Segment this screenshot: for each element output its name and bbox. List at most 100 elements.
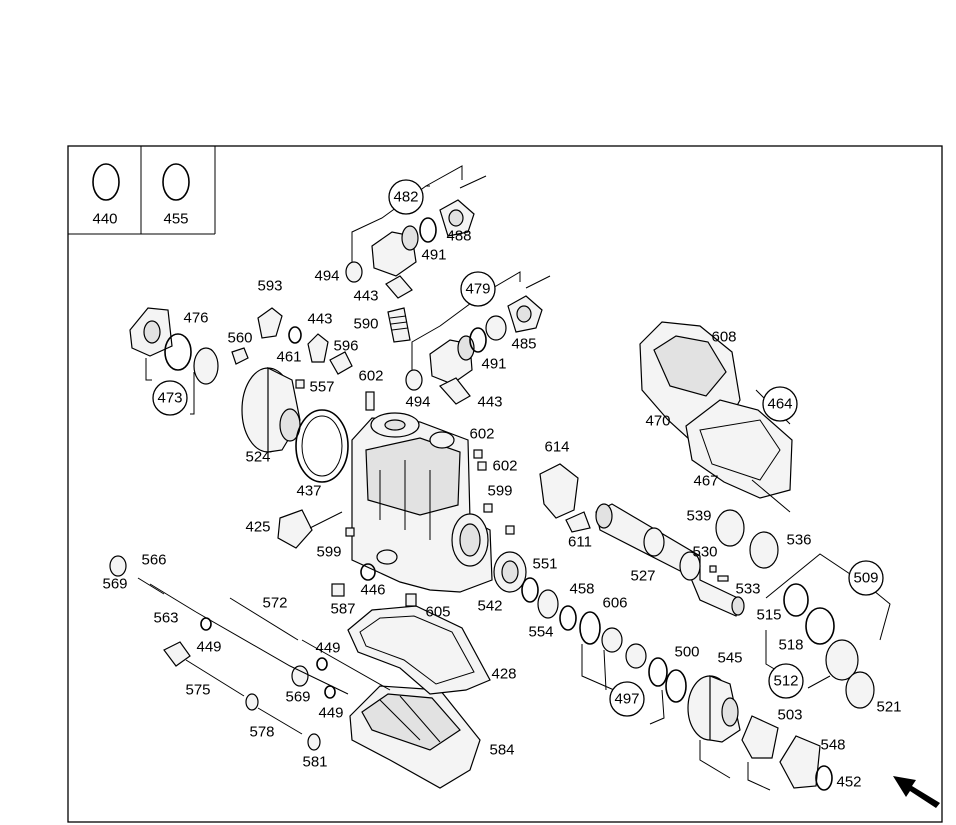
part-label-606: 606	[602, 595, 627, 612]
part-label-602: 602	[469, 426, 494, 443]
part-label-581: 581	[302, 754, 327, 771]
part-label-446: 446	[360, 582, 385, 599]
flange-524	[241, 367, 301, 453]
cover-443	[307, 333, 329, 363]
part-label-485: 485	[511, 336, 536, 353]
gasket-443-mid	[439, 377, 471, 405]
ring-536	[749, 531, 779, 569]
bolt-602	[365, 391, 375, 411]
ring-551	[521, 577, 539, 603]
circled-label-482: 482	[393, 189, 418, 206]
part-label-458: 458	[569, 581, 594, 598]
part-label-521: 521	[876, 699, 901, 716]
callout-circle-479	[460, 271, 496, 307]
part-label-467: 467	[693, 473, 718, 490]
plug-497-b	[625, 643, 647, 669]
part-label-530: 530	[692, 544, 717, 561]
callout-label-440: 440	[92, 211, 117, 228]
top-callout-labels: 440 455	[92, 211, 188, 228]
part-label-488: 488	[446, 228, 471, 245]
part-label-536: 536	[786, 532, 811, 549]
ring-446	[360, 563, 376, 581]
circled-label-497: 497	[614, 691, 639, 708]
part-label-500: 500	[674, 644, 699, 661]
plug-599-b	[345, 527, 355, 537]
part-label-560: 560	[227, 330, 252, 347]
part-label-449: 449	[315, 640, 340, 657]
plug-605	[405, 593, 417, 607]
part-label-614: 614	[544, 439, 569, 456]
part-label-569: 569	[102, 576, 127, 593]
ring-500-b	[665, 669, 687, 703]
plate-611	[565, 511, 591, 533]
part-label-494: 494	[405, 394, 430, 411]
flange-545	[687, 675, 741, 743]
callout-label-455: 455	[163, 211, 188, 228]
plug-497-a	[601, 627, 623, 653]
part-label-608: 608	[711, 329, 736, 346]
key-533	[717, 575, 729, 582]
circled-label-509: 509	[853, 570, 878, 587]
part-label-602: 602	[358, 368, 383, 385]
plug-599-a	[483, 503, 493, 513]
diagram-frame	[67, 145, 943, 823]
part-label-449: 449	[318, 705, 343, 722]
plug-569-b	[291, 665, 309, 687]
part-label-542: 542	[477, 598, 502, 615]
part-label-518: 518	[778, 637, 803, 654]
part-label-515: 515	[756, 607, 781, 624]
ring-449-b	[316, 657, 328, 671]
ring-554	[537, 589, 559, 619]
shaft-572	[229, 597, 299, 641]
cam-614	[539, 463, 579, 519]
part-label-548: 548	[820, 737, 845, 754]
spring-566	[137, 577, 165, 595]
part-label-452: 452	[836, 774, 861, 791]
nut-578	[245, 693, 259, 711]
bearing-509	[825, 639, 859, 681]
part-label-593: 593	[257, 278, 282, 295]
part-label-443: 443	[353, 288, 378, 305]
part-label-611: 611	[568, 534, 592, 551]
ring-515	[783, 583, 809, 617]
plug-596	[329, 351, 353, 375]
plug-602-c	[505, 525, 515, 535]
cover-608	[639, 321, 793, 499]
sleeve-548	[779, 735, 821, 789]
nut-581	[307, 733, 321, 751]
gasket-428	[347, 605, 491, 695]
part-label-449: 449	[196, 639, 221, 656]
part-label-572: 572	[262, 595, 287, 612]
part-label-599: 599	[487, 483, 512, 500]
plug-569-a	[109, 555, 127, 577]
callout-circle-512	[768, 663, 804, 699]
callout-circle-473	[152, 380, 188, 416]
ring-458	[559, 605, 577, 631]
shaft-527	[595, 503, 745, 617]
cover-593	[257, 307, 283, 339]
part-label-503: 503	[777, 707, 802, 724]
bottom-housing	[349, 685, 481, 789]
ring-606	[579, 611, 601, 645]
part-label-476: 476	[183, 310, 208, 327]
ring-500-a	[648, 657, 668, 687]
part-label-596: 596	[333, 338, 358, 355]
sleeve-503	[741, 715, 779, 759]
o-ring-455-icon	[162, 163, 190, 201]
part-label-569: 569	[285, 689, 310, 706]
plug-587	[331, 583, 345, 597]
part-label-545: 545	[717, 650, 742, 667]
part-label-539: 539	[686, 508, 711, 525]
gasket-443-top	[385, 275, 413, 299]
plug-602-b	[477, 461, 487, 471]
filter-590	[387, 307, 411, 343]
part-label-527: 527	[630, 568, 655, 585]
fitting-575	[163, 641, 191, 667]
part-label-443: 443	[307, 311, 332, 328]
ring-452	[815, 765, 833, 791]
ring-539	[715, 509, 745, 547]
circled-label-479: 479	[465, 281, 490, 298]
